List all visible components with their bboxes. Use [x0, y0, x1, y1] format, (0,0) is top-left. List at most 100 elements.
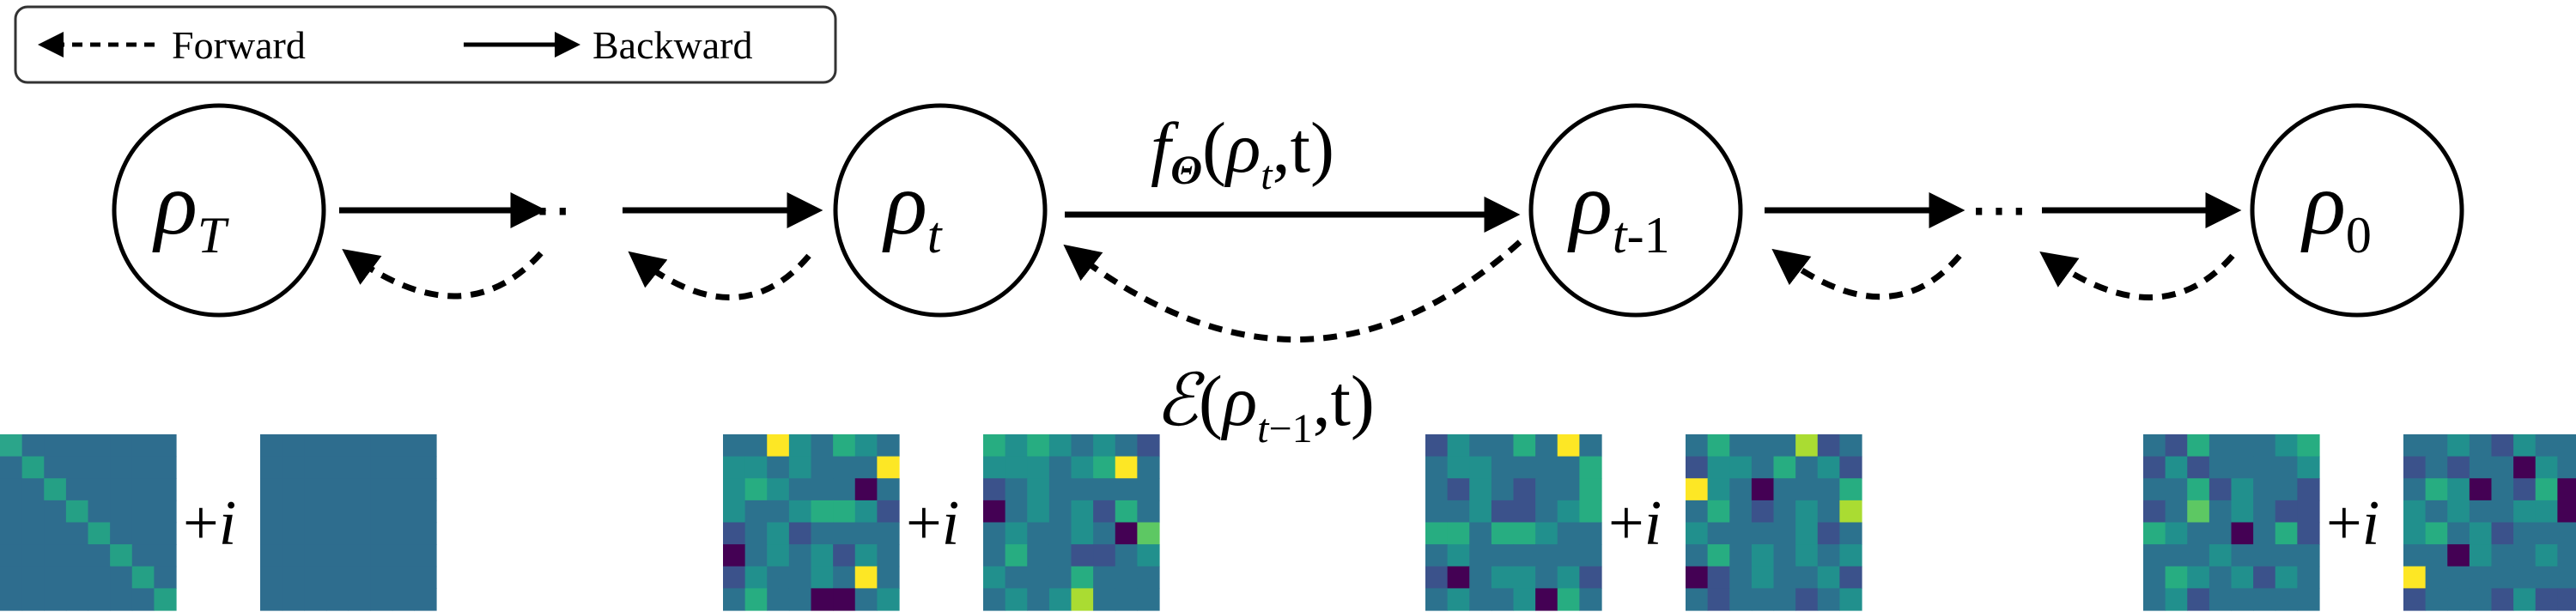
matrix-cell: [1447, 522, 1470, 545]
matrix-cell: [1686, 456, 1709, 479]
matrix-cell: [1686, 588, 1709, 611]
matrix-cell: [325, 544, 349, 567]
matrix-cell: [788, 478, 812, 501]
matrix-cell: [2491, 478, 2514, 501]
matrix-cell: [1839, 456, 1862, 479]
matrix-cell: [767, 478, 790, 501]
matrix-cell: [1115, 588, 1138, 611]
matrix-cell: [1773, 566, 1796, 589]
matrix-cell: [88, 566, 111, 589]
matrix-cell: [788, 588, 812, 611]
matrix-cell: [1137, 456, 1160, 479]
matrix-cell: [854, 588, 878, 611]
matrix-cell: [2491, 522, 2514, 545]
matrix-cell: [1557, 522, 1580, 545]
plus-i-label: +i: [1608, 488, 1662, 559]
matrix-cell: [110, 434, 133, 457]
matrix-cell: [1048, 456, 1072, 479]
matrix-cell: [1686, 500, 1709, 524]
matrix-cell: [1795, 478, 1819, 501]
matrix-cell: [744, 456, 768, 479]
matrix-cell: [1115, 456, 1138, 479]
matrix-cell: [2535, 566, 2558, 589]
matrix-cell: [304, 478, 327, 501]
matrix-cell: [1535, 522, 1558, 545]
matrix-cell: [370, 478, 393, 501]
matrix-cell: [1115, 544, 1138, 567]
matrix-cell: [131, 566, 155, 589]
node-circle: [833, 103, 1048, 318]
matrix-cell: [877, 500, 900, 524]
matrix-cell: [2557, 566, 2576, 589]
matrix-cell: [65, 544, 89, 567]
matrix-cell: [1048, 434, 1072, 457]
matrix-cell: [2231, 478, 2254, 501]
matrix-cell: [1579, 434, 1602, 457]
matrix-cell: [1491, 500, 1515, 524]
matrix-cell: [2165, 544, 2188, 567]
matrix-cell: [1817, 434, 1840, 457]
matrix-cell: [1469, 478, 1492, 501]
node-rho-0: ρ0: [2250, 103, 2464, 318]
matrix-cell: [767, 544, 790, 567]
matrix-cell: [1513, 500, 1536, 524]
matrix-cell: [2297, 522, 2320, 545]
matrix-cell: [1751, 522, 1775, 545]
matrix-cell: [1447, 456, 1470, 479]
matrix-cell: [1491, 456, 1515, 479]
matrix-cell: [282, 500, 305, 524]
matrix-cell: [65, 478, 89, 501]
matrix-cell: [1513, 434, 1536, 457]
matrix-cell: [2165, 500, 2188, 524]
matrix-cell: [65, 522, 89, 545]
matrix-cell: [2231, 566, 2254, 589]
matrix-cell: [304, 456, 327, 479]
matrix-cell: [1425, 544, 1449, 567]
matrix-cell: [1027, 544, 1050, 567]
matrix-cell: [2535, 522, 2558, 545]
matrix-cell: [767, 588, 790, 611]
matrix-cell: [2447, 544, 2470, 567]
matrix-cell: [370, 544, 393, 567]
matrix-cell: [1071, 544, 1094, 567]
matrix-cell: [744, 478, 768, 501]
real-part-heatmap: [723, 434, 900, 611]
matrix-cell: [2231, 500, 2254, 524]
matrix-cell: [2187, 434, 2210, 457]
matrix-cell: [811, 588, 834, 611]
matrix-cell: [767, 522, 790, 545]
matrix-cell: [1579, 544, 1602, 567]
matrix-cell: [2513, 478, 2537, 501]
matrix-cell: [2513, 500, 2537, 524]
matrix-cell: [21, 456, 45, 479]
matrix-cell: [811, 478, 834, 501]
matrix-cell: [1048, 544, 1072, 567]
node-circle: [1528, 103, 1743, 318]
matrix-cell: [1686, 478, 1709, 501]
matrix-cell: [1469, 522, 1492, 545]
matrix-cell: [88, 456, 111, 479]
matrix-cell: [0, 434, 23, 457]
matrix-cell: [1729, 544, 1753, 567]
matrix-cell: [1795, 434, 1819, 457]
matrix-cell: [1115, 500, 1138, 524]
matrix-cell: [2297, 478, 2320, 501]
matrix-cell: [2403, 478, 2427, 501]
matrix-cell: [348, 544, 371, 567]
matrix-cell: [0, 588, 23, 611]
matrix-cell: [2187, 478, 2210, 501]
matrix-cell: [1751, 456, 1775, 479]
matrix-cell: [2557, 500, 2576, 524]
matrix-cell: [2535, 478, 2558, 501]
matrix-cell: [154, 478, 177, 501]
matrix-cell: [1839, 522, 1862, 545]
matrix-cell: [1817, 544, 1840, 567]
matrix-cell: [370, 434, 393, 457]
matrix-cell: [723, 456, 746, 479]
matrix-cell: [44, 434, 67, 457]
matrix-cell: [282, 456, 305, 479]
matrix-cell: [1579, 566, 1602, 589]
matrix-cell: [2253, 500, 2276, 524]
matrix-cell: [2403, 500, 2427, 524]
